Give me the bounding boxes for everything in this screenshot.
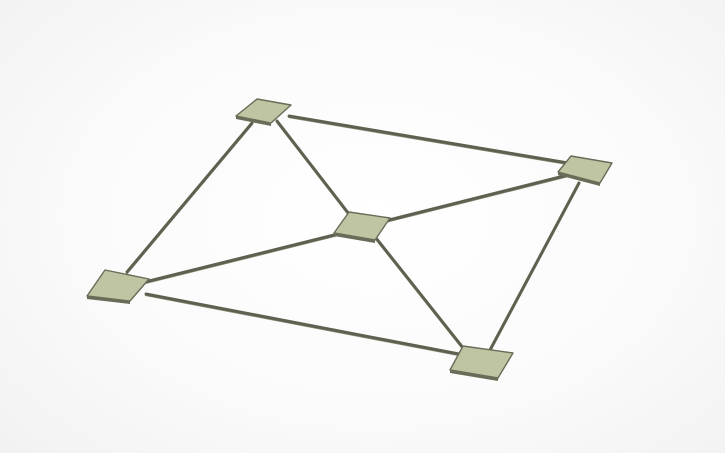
pad-bottom-left-side [87, 296, 130, 304]
pad-center-top [333, 211, 391, 241]
pad-top-right[interactable] [557, 155, 613, 186]
rod-bottom-edge[interactable] [144, 292, 461, 356]
pads-group [86, 98, 613, 381]
rod-right-edge[interactable] [488, 181, 581, 352]
rod-left-edge[interactable] [125, 121, 254, 274]
pad-top-left-top [235, 98, 292, 124]
rods-group [125, 114, 581, 357]
pad-center-side [334, 233, 375, 243]
rod-diagonal-bottom-right[interactable] [374, 236, 466, 351]
rod-diagonal-top-right[interactable] [383, 173, 570, 223]
rod-top-edge[interactable] [287, 114, 570, 165]
pad-top-left[interactable] [235, 98, 292, 126]
pad-bottom-left-top [86, 269, 150, 302]
pad-top-left-side [236, 116, 271, 126]
rod-diagonal-top-left[interactable] [275, 119, 351, 216]
pad-bottom-right-top [449, 345, 514, 379]
pad-bottom-left[interactable] [86, 269, 150, 304]
pad-top-right-side [558, 172, 600, 186]
pad-bottom-right-side [450, 370, 498, 381]
pad-bottom-right[interactable] [449, 345, 514, 381]
rod-diagonal-bottom-left[interactable] [143, 232, 340, 284]
pad-center[interactable] [333, 211, 391, 243]
pad-top-right-top [557, 155, 613, 184]
